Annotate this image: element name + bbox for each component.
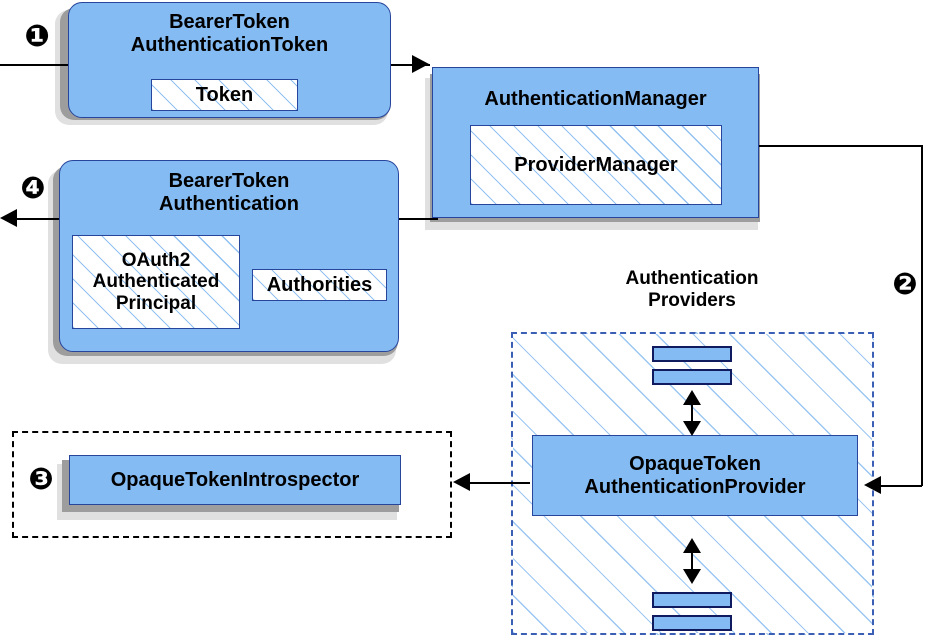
provider-manager-inner-box[interactable]: ProviderManager [470, 125, 722, 205]
provider-bar [652, 346, 732, 362]
opaque-token-provider-line1: OpaqueToken [629, 452, 761, 475]
authentication-providers-label: Authentication Providers [592, 268, 792, 313]
opaque-token-provider-line2: AuthenticationProvider [584, 475, 806, 498]
token-inner-label: Token [195, 83, 254, 106]
arrow-updown-icon-top-up [683, 390, 701, 405]
connector-into-provider [880, 485, 922, 487]
principal-line1: OAuth2 [121, 250, 191, 272]
provider-stack-bottom [652, 592, 732, 631]
authentication-manager-title: AuthenticationManager [484, 88, 707, 110]
principal-line2: Authenticated [92, 271, 220, 293]
arrow-updown-icon-bottom-up [683, 538, 701, 553]
provider-bar [652, 592, 732, 608]
opaque-token-introspector-title: OpaqueTokenIntrospector [110, 468, 360, 491]
connector-manager-down [921, 145, 923, 486]
step-badge-2: ❷ [892, 267, 918, 302]
opaque-token-authentication-provider-node[interactable]: OpaqueToken AuthenticationProvider [532, 435, 858, 516]
arrow-left-icon-to-introspector [453, 473, 470, 491]
step-badge-3: ❸ [28, 462, 54, 497]
bearer-token-authentication-token-line2: AuthenticationToken [130, 34, 329, 56]
arrow-updown-icon-top-down [683, 421, 701, 436]
bearer-token-authentication-token-line1: BearerToken [169, 11, 290, 33]
connector-manager-to-authentication [398, 218, 438, 220]
provider-bar [652, 369, 732, 385]
authorities-box[interactable]: Authorities [252, 269, 387, 301]
token-inner-box[interactable]: Token [151, 79, 298, 111]
introspector-container [12, 431, 452, 538]
connector-token-to-manager [390, 64, 430, 66]
connector-manager-right [758, 145, 922, 147]
authentication-providers-label-line2: Providers [648, 290, 736, 312]
arrow-right-icon-token-to-manager [412, 55, 429, 73]
connector-provider-updown-top [691, 392, 693, 434]
provider-bar [652, 615, 732, 631]
arrow-updown-icon-bottom-down [683, 569, 701, 584]
oauth2-authenticated-principal-label: OAuth2 Authenticated Principal [93, 250, 220, 314]
connector-provider-to-introspector [470, 482, 530, 484]
authentication-providers-label-line1: Authentication [625, 268, 759, 289]
connector-provider-updown-bottom [691, 540, 693, 582]
provider-manager-label: ProviderManager [514, 153, 678, 176]
authorities-label: Authorities [266, 273, 373, 296]
connector-authentication-out [8, 218, 72, 220]
opaque-token-introspector-node[interactable]: OpaqueTokenIntrospector [69, 455, 401, 505]
bearer-token-authentication-line2: Authentication [159, 193, 299, 215]
oauth2-authenticated-principal-box[interactable]: OAuth2 Authenticated Principal [72, 235, 240, 329]
step-badge-4: ❹ [20, 171, 46, 206]
arrow-left-icon-authentication-out [0, 209, 17, 227]
provider-stack-top [652, 346, 732, 385]
step-badge-1: ❶ [24, 19, 50, 54]
opaque-token-provider-title: OpaqueToken AuthenticationProvider [533, 453, 857, 499]
bearer-token-authentication-line1: BearerToken [168, 170, 290, 192]
connector-request-in [0, 64, 72, 66]
arrow-left-icon-into-provider [864, 476, 881, 494]
principal-line3: Principal [115, 292, 197, 314]
